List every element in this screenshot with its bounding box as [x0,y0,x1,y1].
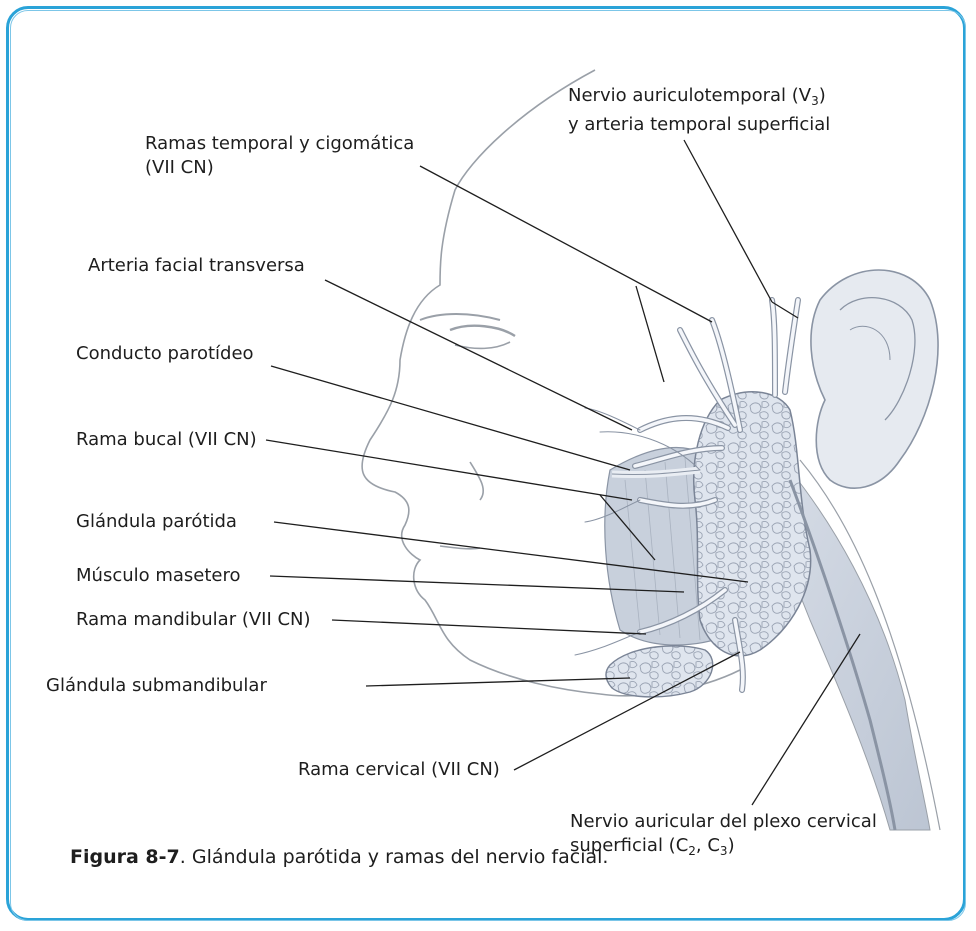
figure-caption: Figura 8-7. Glándula parótida y ramas de… [70,846,608,868]
label-masseter-muscle: Músculo masetero [76,564,241,588]
figure-caption-text: . Glándula parótida y ramas del nervio f… [180,846,609,868]
parotid-gland [694,392,811,656]
submandibular-gland [606,646,713,697]
label-submandibular-gland: Glándula submandibular [46,674,267,698]
label-parotid-duct: Conducto parotídeo [76,342,254,366]
label-buccal-branch: Rama bucal (VII CN) [76,428,257,452]
label-mandibular-branch: Rama mandibular (VII CN) [76,608,311,632]
label-temporal-zygomatic-branches: Ramas temporal y cigomática (VII CN) [145,132,414,180]
figure-number: Figura 8-7 [70,846,180,868]
label-auriculotemporal-nerve: Nervio auriculotemporal (V3) y arteria t… [568,84,830,137]
label-parotid-gland: Glándula parótida [76,510,237,534]
label-transverse-facial-artery: Arteria facial transversa [88,254,305,278]
label-cervical-branch: Rama cervical (VII CN) [298,758,500,782]
ear [811,270,938,488]
label-great-auricular-nerve: Nervio auricular del plexo cervical supe… [570,810,877,863]
